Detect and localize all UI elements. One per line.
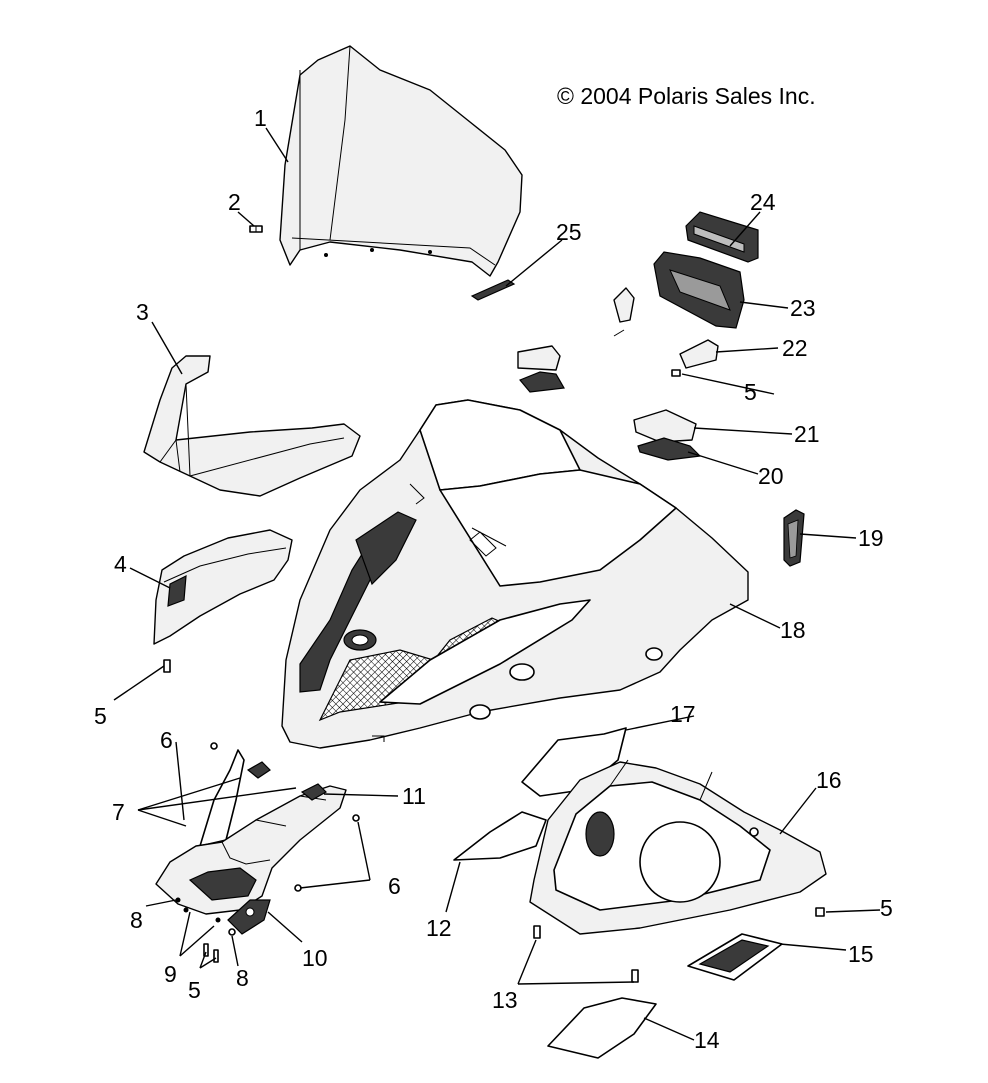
callout-18: 18 <box>780 617 806 643</box>
handle-19 <box>783 509 805 567</box>
screw-5-left <box>163 659 171 673</box>
callout-8-right: 8 <box>236 965 249 991</box>
callout-13: 13 <box>492 987 518 1013</box>
callout-24: 24 <box>750 189 776 215</box>
callout-16: 16 <box>816 767 842 793</box>
gauge-lens <box>685 211 759 263</box>
callout-10: 10 <box>302 945 328 971</box>
screw-5-upper <box>671 369 681 377</box>
insulation-pad-17 <box>521 727 627 797</box>
callout-8-left: 8 <box>130 907 143 933</box>
callout-9: 9 <box>164 961 177 987</box>
bracket-22 <box>679 339 719 369</box>
callout-4: 4 <box>114 551 127 577</box>
callout-22: 22 <box>782 335 808 361</box>
callout-7: 7 <box>112 799 125 825</box>
callout-5-right: 5 <box>880 895 893 921</box>
belly-pan <box>529 759 827 935</box>
side-panel <box>153 529 293 645</box>
dash-panel <box>143 355 361 497</box>
gauge-housing <box>653 251 745 329</box>
gauge-bracket <box>613 287 635 337</box>
callout-6-upper: 6 <box>160 727 173 753</box>
callout-11: 11 <box>402 783 426 809</box>
callout-20: 20 <box>758 463 784 489</box>
callout-1: 1 <box>254 105 267 131</box>
hood <box>281 399 749 749</box>
callout-21: 21 <box>794 421 820 447</box>
cover-21 <box>633 409 697 443</box>
callout-14: 14 <box>694 1027 720 1053</box>
callout-6-lower: 6 <box>388 873 401 899</box>
windshield <box>279 45 523 277</box>
bracket-frame-15 <box>687 933 783 981</box>
callout-19: 19 <box>858 525 884 551</box>
callout-25: 25 <box>556 219 582 245</box>
callout-5-upper: 5 <box>744 379 757 405</box>
base-20 <box>637 437 702 461</box>
callout-23: 23 <box>790 295 816 321</box>
callout-2: 2 <box>228 189 241 215</box>
rivets-13 <box>533 925 639 983</box>
console-mount <box>519 371 565 393</box>
windshield-screw <box>249 225 263 233</box>
callout-labels: 1 2 3 4 5 5 5 5 6 6 7 8 8 9 10 11 12 13 … <box>94 105 893 1053</box>
callout-5-bottom: 5 <box>188 977 201 1003</box>
callout-12: 12 <box>426 915 452 941</box>
insulation-pad-12 <box>453 811 547 861</box>
copyright-notice: © 2004 Polaris Sales Inc. <box>557 83 816 109</box>
pad-14 <box>547 997 657 1059</box>
callout-15: 15 <box>848 941 874 967</box>
leader-lines <box>113 127 881 1041</box>
callout-5-left: 5 <box>94 703 107 729</box>
callout-3: 3 <box>136 299 149 325</box>
console-cap <box>517 345 561 371</box>
callout-17: 17 <box>670 701 696 727</box>
emblem <box>470 279 516 301</box>
screw-5-right <box>815 907 825 917</box>
